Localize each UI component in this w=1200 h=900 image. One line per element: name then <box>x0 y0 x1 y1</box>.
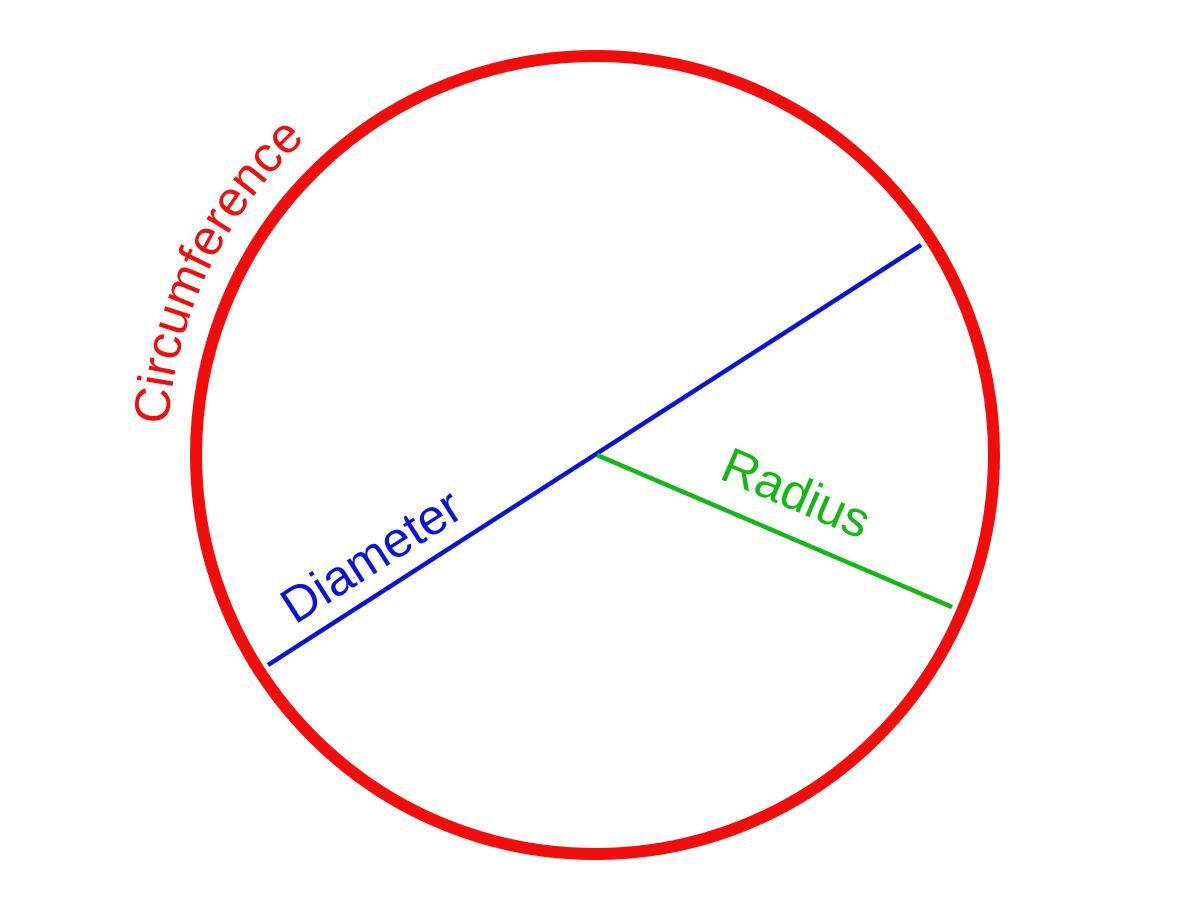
radius-label: Radius <box>714 437 879 550</box>
radius-line <box>596 452 953 610</box>
diameter-line <box>266 243 923 667</box>
circumference-label: Circumference <box>123 107 313 427</box>
circumference-circle <box>190 50 1000 860</box>
